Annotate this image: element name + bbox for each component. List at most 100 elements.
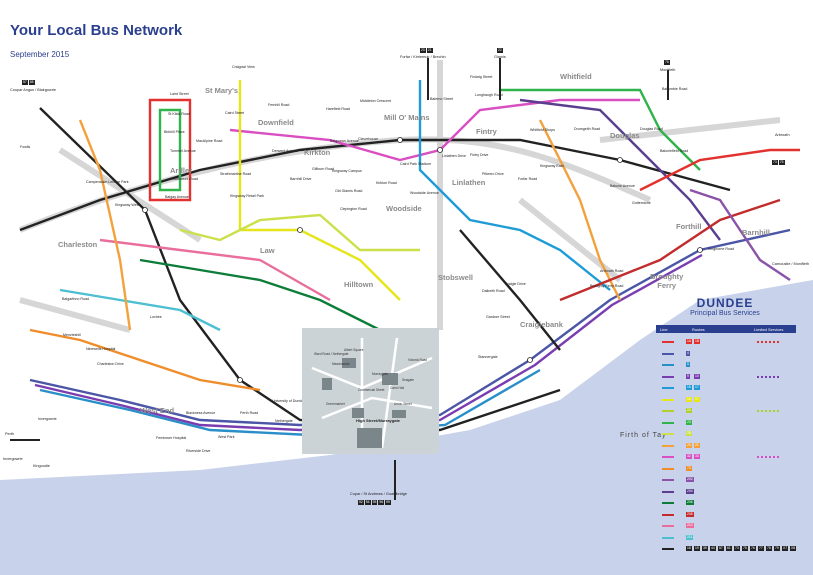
stop-finlarig-street: Finlarig Street	[470, 75, 493, 79]
legend-route-chip: 44	[710, 546, 716, 551]
stop-craigie-drive: Craigie Drive	[505, 282, 526, 286]
city-centre-inset: Ward Road / Nethergate Albert Square Mea…	[302, 328, 439, 454]
dest-kingoodie: Kingoodie	[33, 464, 50, 468]
district-douglas: Douglas	[610, 131, 640, 140]
legend-row: 211	[662, 534, 792, 542]
legend-col-limited: Limited Services	[754, 327, 784, 332]
inset-label-union-street: Union Street	[394, 402, 412, 406]
stop-derwent-avenue: Derwent Avenue	[272, 149, 299, 153]
stop-kirkton-road: Kirkton Road	[376, 181, 397, 185]
stop-kingsway-retail: Kingsway Retail Park	[230, 194, 264, 198]
district-ardler: Ardler	[170, 166, 193, 175]
inset-label-ward-road: Ward Road / Nethergate	[314, 352, 349, 356]
dest-invergowrie: Invergowrie	[3, 457, 23, 461]
legend-route-chip: 39	[702, 546, 708, 551]
stop-charleston-drive: Charleston Drive	[97, 362, 124, 366]
district-st-marys: St Mary's	[205, 86, 239, 95]
stop-balunie-avenue: Balunie Avenue	[610, 184, 635, 188]
legend-line-swatch	[662, 479, 674, 481]
inset-streets	[311, 337, 433, 449]
legend-line-swatch	[662, 398, 674, 401]
stop-ballumbie-road: Ballumbie Road	[662, 87, 688, 91]
legend-route-chip: 19	[694, 546, 700, 551]
stop-perth-road: Perth Road	[240, 411, 259, 415]
legend-route-chip: 17	[694, 396, 700, 402]
dest-glamis: Glamis	[494, 55, 506, 59]
stop-balgowan-avenue: Balgowan Avenue	[330, 139, 359, 143]
district-woodside: Woodside	[386, 204, 422, 213]
legend-route-chip: 57	[718, 546, 724, 551]
district-forthill: Forthill	[676, 222, 702, 231]
inset-label-murraygate: Murraygate	[372, 372, 389, 376]
legend-route-chip: 78	[766, 546, 772, 551]
legend-line-swatch	[662, 536, 674, 539]
legend-line-swatch	[662, 513, 674, 516]
legend-header: Line Routes Limited Services	[656, 325, 796, 333]
legend-row: 202	[662, 476, 792, 484]
legend-line-swatch	[662, 525, 674, 527]
legend-row: 204	[662, 488, 792, 496]
legend-route-chip: 1A	[686, 339, 693, 344]
stop-balerno-street: Balerno Street	[430, 97, 453, 101]
stop-rosemount-road: Rosemount Road	[170, 177, 198, 181]
legend-panel: DUNDEE Principal Bus Services Line Route…	[650, 292, 800, 562]
legend-route-chip: 61	[726, 546, 732, 551]
legend-subtitle: Principal Bus Services	[690, 310, 760, 317]
dest-monifieth-top: Monifieth	[660, 68, 676, 72]
stop-riverside-drive: Riverside Drive	[186, 449, 211, 453]
stop-menzieshill: Menzieshill	[63, 333, 81, 337]
district-west-end: West End	[140, 406, 175, 415]
legend-route-chip: 5	[686, 362, 690, 367]
legend-row: 28	[662, 430, 792, 438]
high-street-label: High Street/Murraygate	[356, 418, 401, 423]
district-hilltown: Hilltown	[344, 280, 374, 289]
legend-line-swatch	[662, 375, 674, 378]
stop-kingsway-east: Kingsway East	[540, 164, 564, 168]
legend-col-routes: Routes	[692, 327, 705, 332]
stop-strathmartine-road: Strathmartine Road	[220, 172, 252, 176]
stop-arbroath-road: Arbroath Road	[600, 269, 624, 273]
legend-line-swatch	[662, 364, 674, 366]
stop-harefield-road: Harefield Road	[326, 107, 350, 111]
legend-row: 73	[662, 465, 792, 473]
legend-route-chip: 21	[694, 442, 700, 448]
legend-route-chip: 208	[686, 511, 694, 517]
district-barnhill: Barnhill	[742, 228, 770, 237]
legend-route-chip: 4	[686, 350, 690, 356]
stop-longhaugh-road: Longhaugh Road	[475, 93, 503, 97]
legend-line-swatch	[662, 444, 674, 447]
stop-tummel-avenue: Tummel Avenue	[170, 149, 196, 153]
legend-col-line: Line	[660, 327, 668, 332]
stop-woodside-avenue: Woodside Avenue	[410, 191, 439, 195]
legend-route-chip: 22	[686, 408, 692, 413]
district-mill-o-mains: Mill O' Mains	[384, 113, 430, 122]
stop-balgarthno: Balgarthno Road	[62, 297, 89, 301]
legend-row: 210	[662, 522, 792, 530]
legend-route-chip: 206	[686, 500, 694, 505]
legend-route-chip: 211	[686, 534, 694, 540]
badge-group-monifieth: 76	[664, 60, 670, 65]
stop-old-glamis-road: Old Glamis Road	[335, 189, 363, 193]
legend-route-chip: 77	[758, 546, 764, 551]
stop-birkhill-place: Birkhill Place	[164, 130, 185, 134]
dest-forfar: Forfar / Kirriemuir / Brechin	[400, 55, 446, 59]
stop-linlathen-drive: Linlathen Drive	[442, 154, 466, 158]
legend-route-chip: 76	[750, 546, 756, 551]
legend-line-swatch	[662, 341, 674, 343]
legend-limited-indicator	[757, 410, 779, 414]
legend-route-chip: 18	[686, 546, 692, 551]
stop-claverhouse: Claverhouse	[358, 137, 379, 141]
stop-macalpine-road: MacAlpine Road	[196, 139, 223, 143]
stop-camperdown: Camperdown Leisure Park	[86, 180, 129, 184]
inset-label-commercial-street: Commercial Street	[358, 388, 385, 392]
district-linlathen: Linlathen	[452, 178, 486, 187]
legend-route-chip: X8	[790, 546, 797, 551]
legend-route-chip: 202	[686, 477, 694, 482]
